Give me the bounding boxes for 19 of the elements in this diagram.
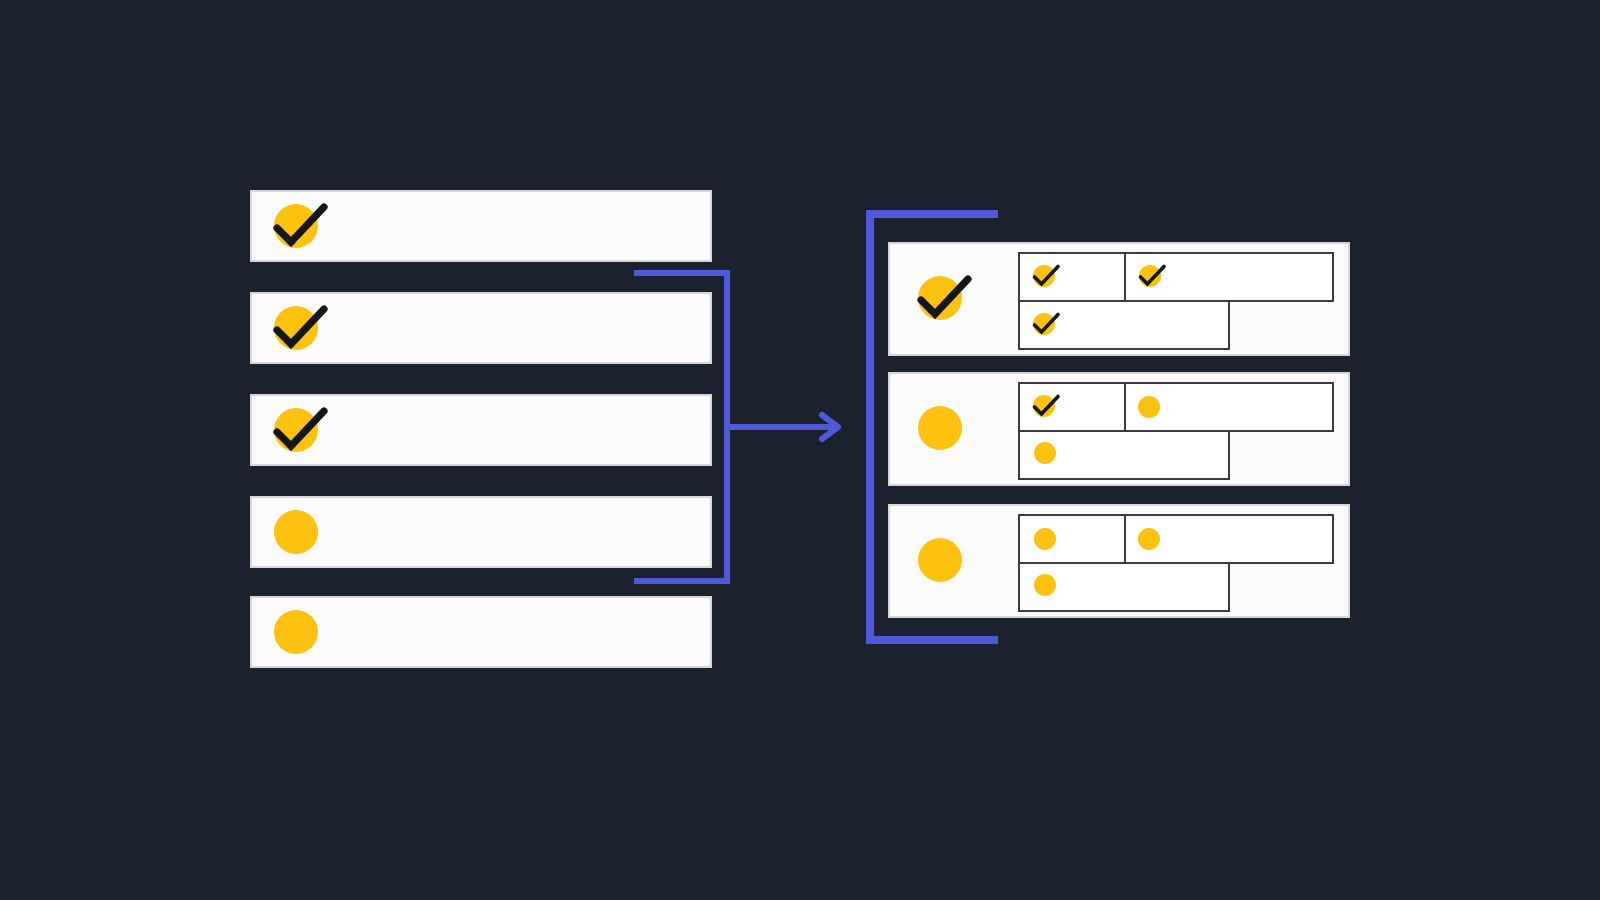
grid-cell: [1018, 299, 1230, 349]
card-panel: [888, 242, 1350, 356]
arrow: [730, 412, 841, 442]
grid-cell: [1018, 382, 1126, 432]
list-row-bar: [250, 190, 712, 262]
list-row-bar: [250, 394, 712, 466]
grid-cell: [1018, 252, 1126, 302]
grid-cell: [1018, 561, 1230, 611]
grid-cell: [1123, 252, 1334, 302]
grid-cell: [1123, 514, 1334, 564]
card-panel: [888, 504, 1350, 618]
list-row-bar: [250, 496, 712, 568]
list-row-bar: [250, 596, 712, 668]
list-row-bar: [250, 292, 712, 364]
grid-cell: [1018, 514, 1126, 564]
card-panel: [888, 372, 1350, 486]
bracket: [634, 270, 730, 584]
grid-cell: [1123, 382, 1334, 432]
grid-cell: [1018, 429, 1230, 479]
